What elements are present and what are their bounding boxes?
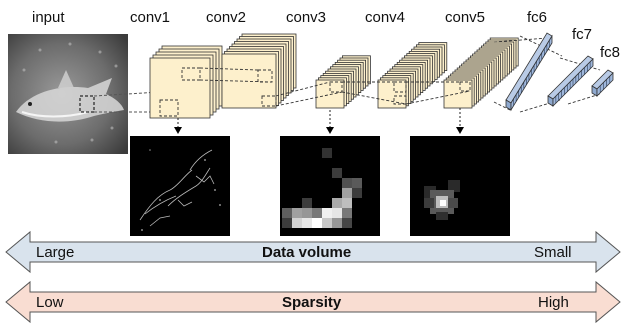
label-conv1: conv1 bbox=[130, 9, 171, 26]
shark-shape bbox=[16, 70, 124, 122]
sparsity-band bbox=[5, 280, 621, 324]
fc6-layer bbox=[505, 32, 553, 112]
label-fc6: fc6 bbox=[527, 9, 548, 26]
data-volume-band bbox=[5, 230, 621, 274]
input-image bbox=[8, 34, 128, 154]
label-conv5: conv5 bbox=[445, 9, 486, 26]
activation-map-conv3 bbox=[280, 136, 380, 236]
fc8-layer bbox=[591, 69, 614, 97]
activation-map-conv5 bbox=[410, 136, 510, 236]
conv5-feature-maps bbox=[443, 37, 519, 109]
label-conv4: conv4 bbox=[365, 9, 406, 26]
label-fc7: fc7 bbox=[572, 26, 593, 43]
data-volume-title: Data volume bbox=[262, 244, 352, 261]
conv1-feature-maps bbox=[149, 45, 223, 119]
activation-map-conv1 bbox=[130, 136, 230, 236]
fish-specks bbox=[22, 42, 118, 144]
conv2-feature-maps bbox=[221, 33, 297, 109]
label-input: input bbox=[32, 9, 65, 26]
data-volume-right-label: Small bbox=[534, 244, 572, 261]
label-conv2: conv2 bbox=[206, 9, 247, 26]
feature-map bbox=[443, 79, 473, 109]
sparsity-left-label: Low bbox=[36, 294, 64, 311]
feature-map bbox=[377, 79, 407, 109]
activation-arrows bbox=[177, 108, 461, 128]
label-conv3: conv3 bbox=[286, 9, 327, 26]
data-volume-left-label: Large bbox=[36, 244, 75, 261]
arrowheads bbox=[174, 127, 464, 134]
feature-map bbox=[149, 57, 211, 119]
receptive-field-boxes bbox=[159, 35, 601, 117]
sparsity-right-label: High bbox=[538, 294, 569, 311]
sparsity-title: Sparsity bbox=[282, 294, 342, 311]
label-fc8: fc8 bbox=[600, 44, 621, 61]
conv4-feature-maps bbox=[377, 42, 448, 109]
fc7-layer bbox=[547, 55, 594, 107]
